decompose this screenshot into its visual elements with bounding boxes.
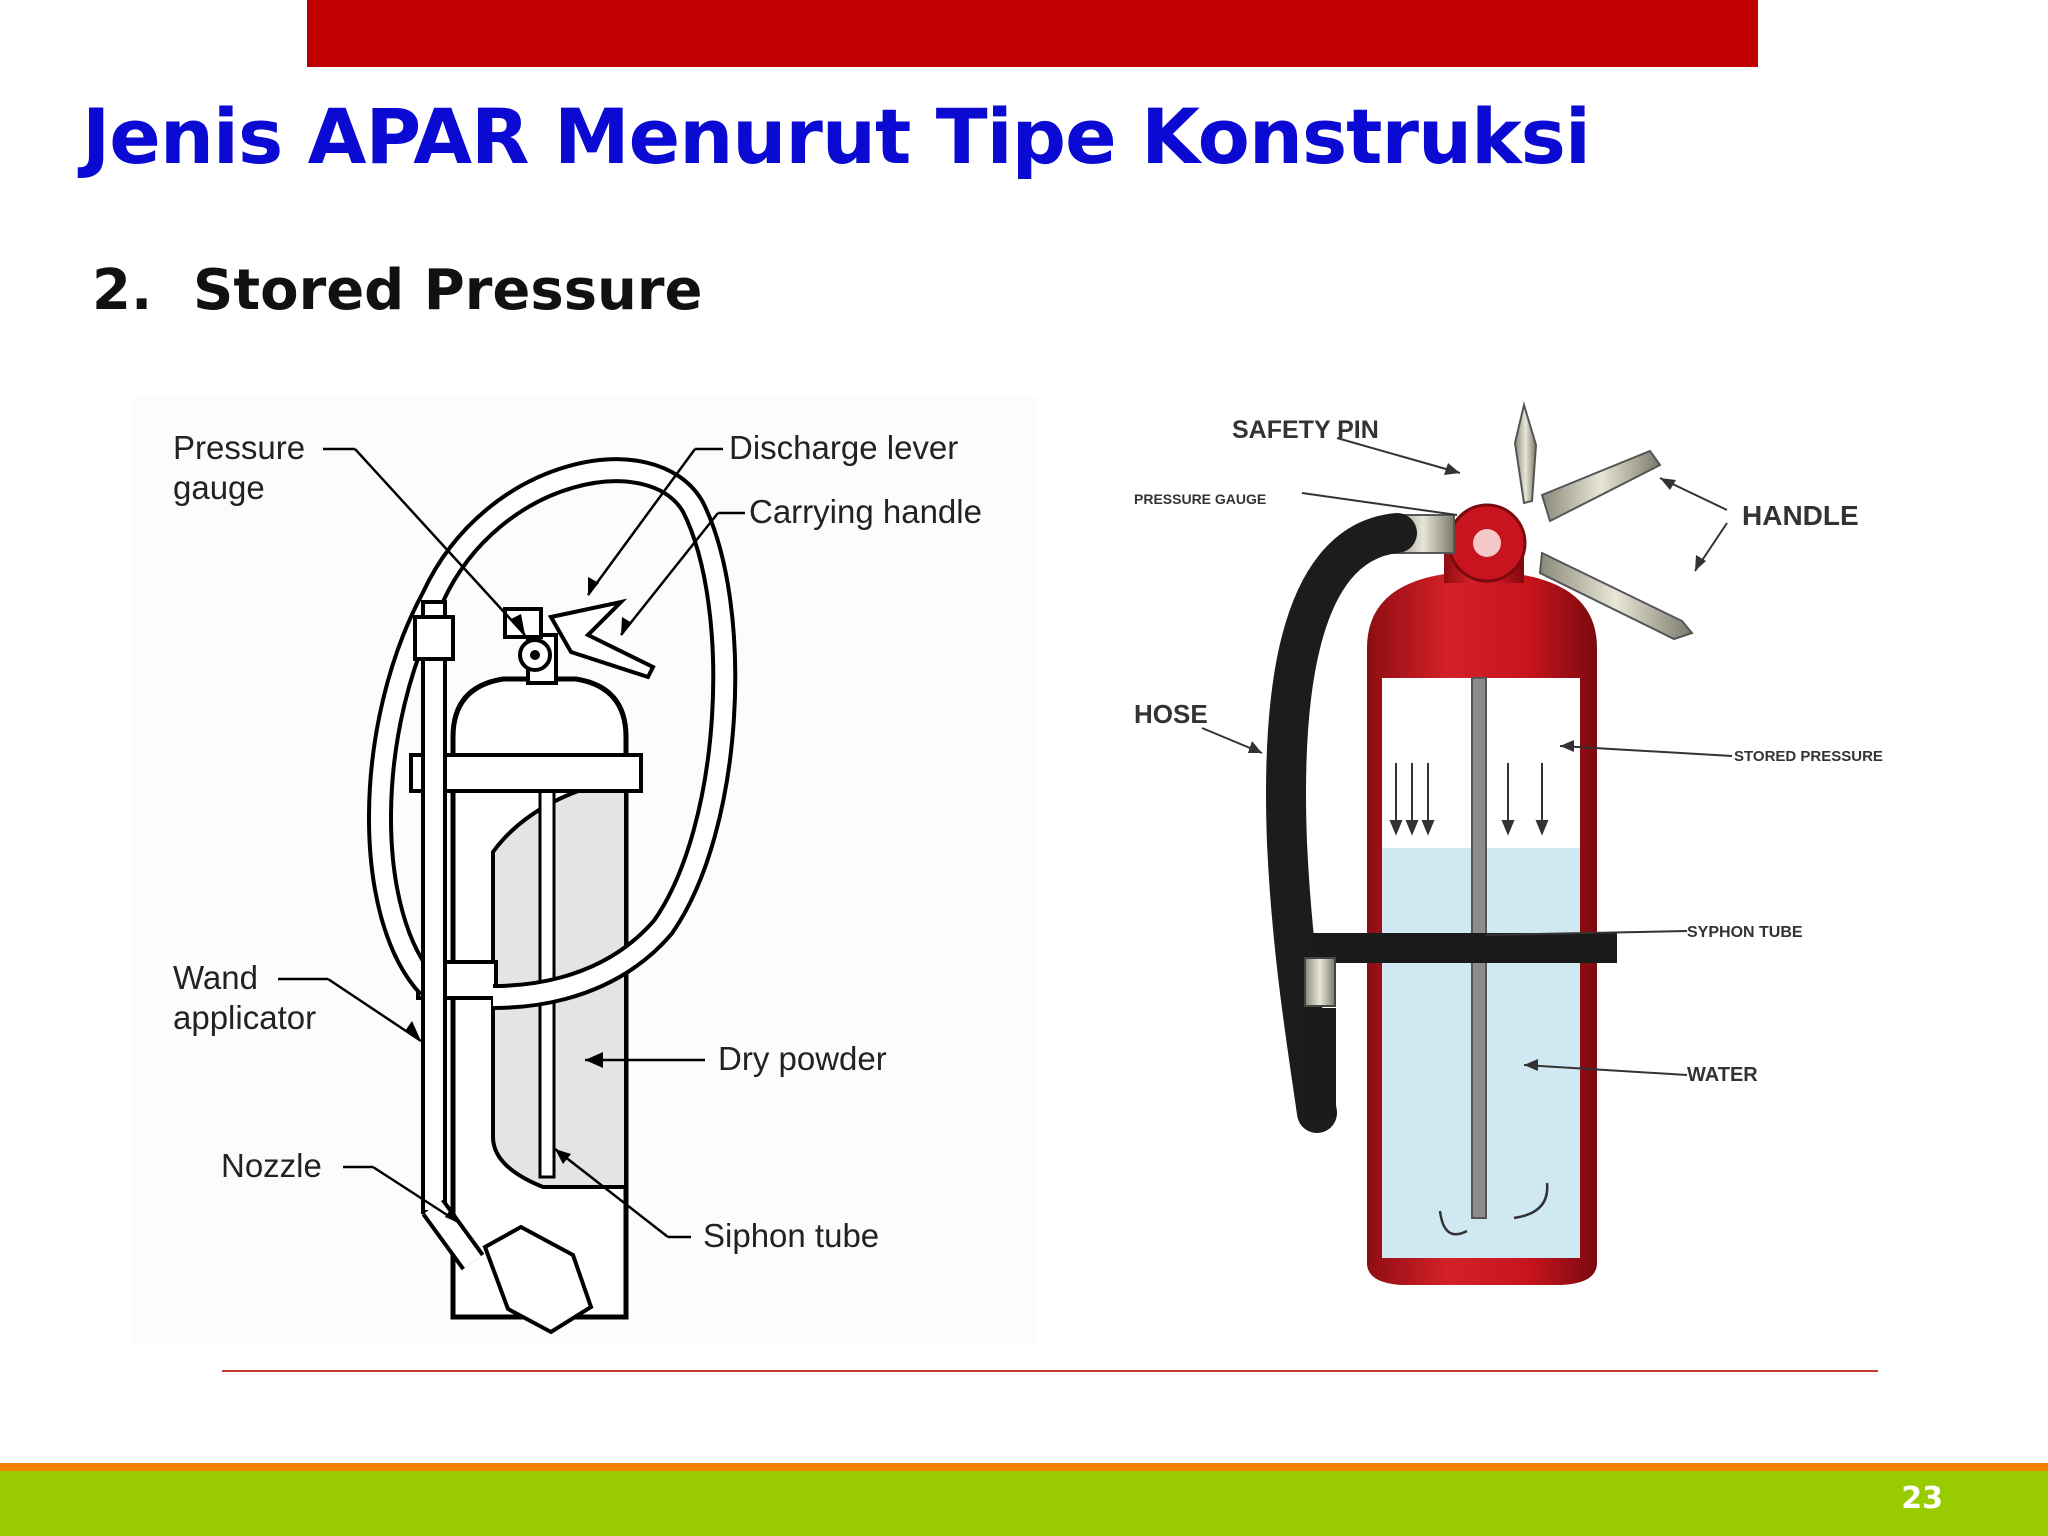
label-carrying-handle: Carrying handle [749,493,982,530]
dry-powder-extinguisher-diagram: Pressure gauge Discharge lever Carrying … [133,397,1038,1344]
label-pressure-gauge-2: gauge [173,469,265,506]
label-hose: HOSE [1134,699,1208,729]
label-handle: HANDLE [1742,500,1859,531]
label-pressure-gauge-right: PRESSURE GAUGE [1134,491,1266,507]
top-accent-bar [307,0,1758,67]
label-wand-applicator: Wand [173,959,258,996]
footer-accent-line [0,1463,2048,1471]
divider-line [222,1370,1878,1372]
footer-bar [0,1471,2048,1536]
label-dry-powder: Dry powder [718,1040,887,1077]
slide-title: Jenis APAR Menurut Tipe Konstruksi [82,92,1591,181]
page-number: 23 [1901,1481,1943,1516]
label-safety-pin: SAFETY PIN [1232,416,1379,444]
subtitle-number: 2. [92,258,153,323]
water-extinguisher-cutaway: SAFETY PIN PRESSURE GAUGE HANDLE HOSE ST… [1134,401,1883,1285]
label-water: WATER [1687,1064,1758,1086]
label-nozzle: Nozzle [221,1147,322,1184]
slide-subtitle: 2. Stored Pressure [92,258,703,323]
label-wand-applicator-2: applicator [173,999,316,1036]
label-siphon-tube: Siphon tube [703,1217,879,1254]
label-pressure-gauge: Pressure [173,429,305,466]
label-discharge-lever: Discharge lever [729,429,958,466]
label-stored-pressure: STORED PRESSURE [1734,748,1883,765]
subtitle-text: Stored Pressure [193,258,703,323]
label-syphon-tube: SYPHON TUBE [1687,924,1803,941]
